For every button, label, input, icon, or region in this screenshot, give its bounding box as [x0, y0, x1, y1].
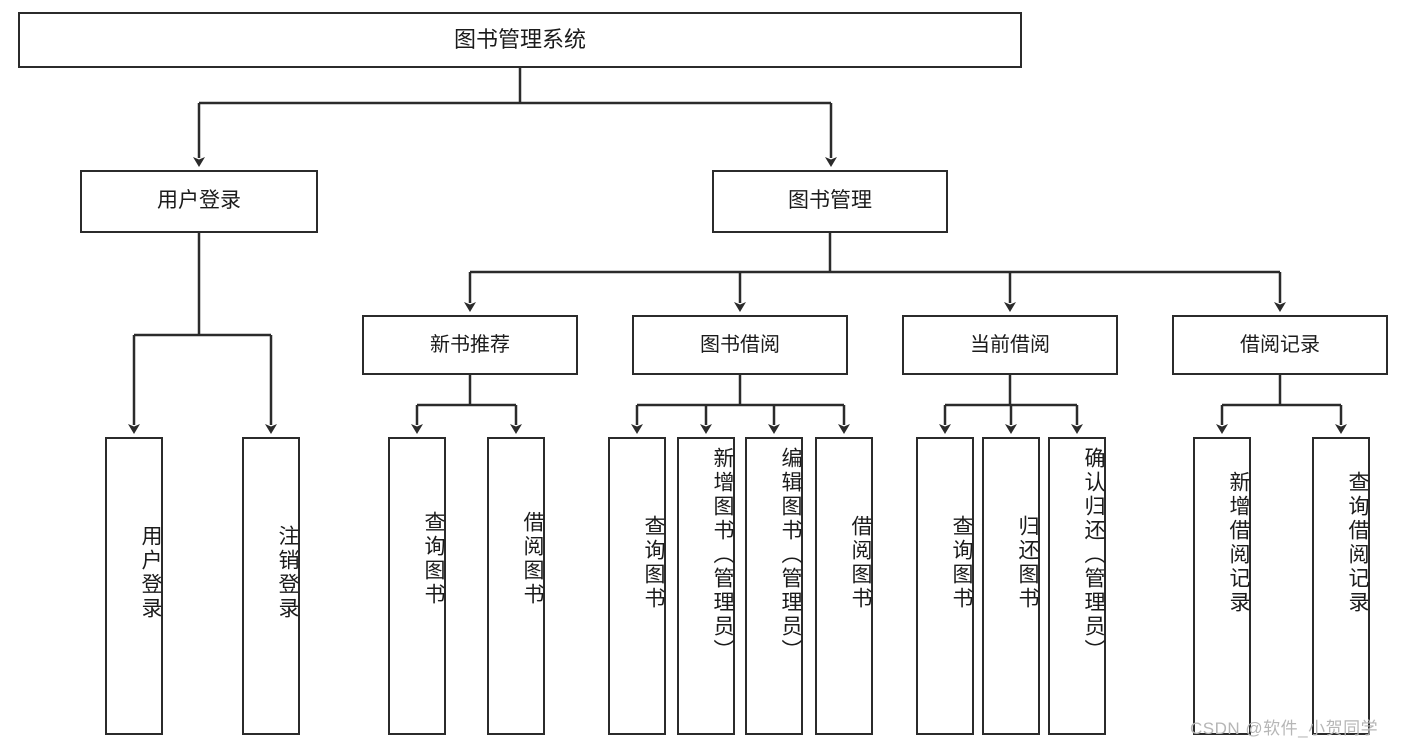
leaf-user-login-logout[interactable]: 注销登录	[242, 437, 300, 735]
leaf-label: 归还图书	[1016, 515, 1039, 611]
node-label: 新书推荐	[430, 333, 510, 356]
leaf-label: 查询图书	[642, 515, 665, 611]
leaf-label: 确认归还（管理员）	[1082, 447, 1105, 663]
leaf-book-borrow-edit-book-admin[interactable]: 编辑图书（管理员）	[745, 437, 803, 735]
node-label: 当前借阅	[970, 333, 1050, 356]
node-new-book-recommend[interactable]: 新书推荐	[362, 315, 578, 375]
leaf-label: 查询借阅记录	[1346, 471, 1369, 615]
leaf-new-book-query-book[interactable]: 查询图书	[388, 437, 446, 735]
node-current-borrow[interactable]: 当前借阅	[902, 315, 1118, 375]
node-root-system[interactable]: 图书管理系统	[18, 12, 1022, 68]
node-label: 图书管理	[788, 189, 872, 213]
leaf-current-borrow-return-book[interactable]: 归还图书	[982, 437, 1040, 735]
leaf-book-borrow-borrow-book[interactable]: 借阅图书	[815, 437, 873, 735]
leaf-borrow-record-add-record[interactable]: 新增借阅记录	[1193, 437, 1251, 735]
node-label: 用户登录	[157, 189, 241, 213]
leaf-label: 查询图书	[950, 515, 973, 611]
leaf-user-login-login[interactable]: 用户登录	[105, 437, 163, 735]
leaf-label: 借阅图书	[521, 511, 544, 607]
leaf-label: 编辑图书（管理员）	[779, 447, 802, 663]
node-user-login[interactable]: 用户登录	[80, 170, 318, 233]
node-label: 借阅记录	[1240, 333, 1320, 356]
leaf-label: 查询图书	[422, 511, 445, 607]
leaf-book-borrow-query-book[interactable]: 查询图书	[608, 437, 666, 735]
leaf-new-book-borrow-book[interactable]: 借阅图书	[487, 437, 545, 735]
leaf-current-borrow-confirm-return-admin[interactable]: 确认归还（管理员）	[1048, 437, 1106, 735]
node-label: 图书借阅	[700, 333, 780, 356]
leaf-label: 借阅图书	[849, 515, 872, 611]
leaf-label: 用户登录	[139, 525, 162, 621]
csdn-watermark: CSDN @软件_小贺同学	[1190, 719, 1379, 738]
node-book-management[interactable]: 图书管理	[712, 170, 948, 233]
leaf-current-borrow-query-book[interactable]: 查询图书	[916, 437, 974, 735]
leaf-label: 新增图书（管理员）	[711, 447, 734, 663]
leaf-label: 新增借阅记录	[1227, 471, 1250, 615]
node-book-borrow[interactable]: 图书借阅	[632, 315, 848, 375]
leaf-book-borrow-add-book-admin[interactable]: 新增图书（管理员）	[677, 437, 735, 735]
node-label: 图书管理系统	[453, 27, 586, 53]
leaf-label: 注销登录	[276, 525, 299, 621]
node-borrow-record[interactable]: 借阅记录	[1172, 315, 1388, 375]
leaf-borrow-record-query-record[interactable]: 查询借阅记录	[1312, 437, 1370, 735]
